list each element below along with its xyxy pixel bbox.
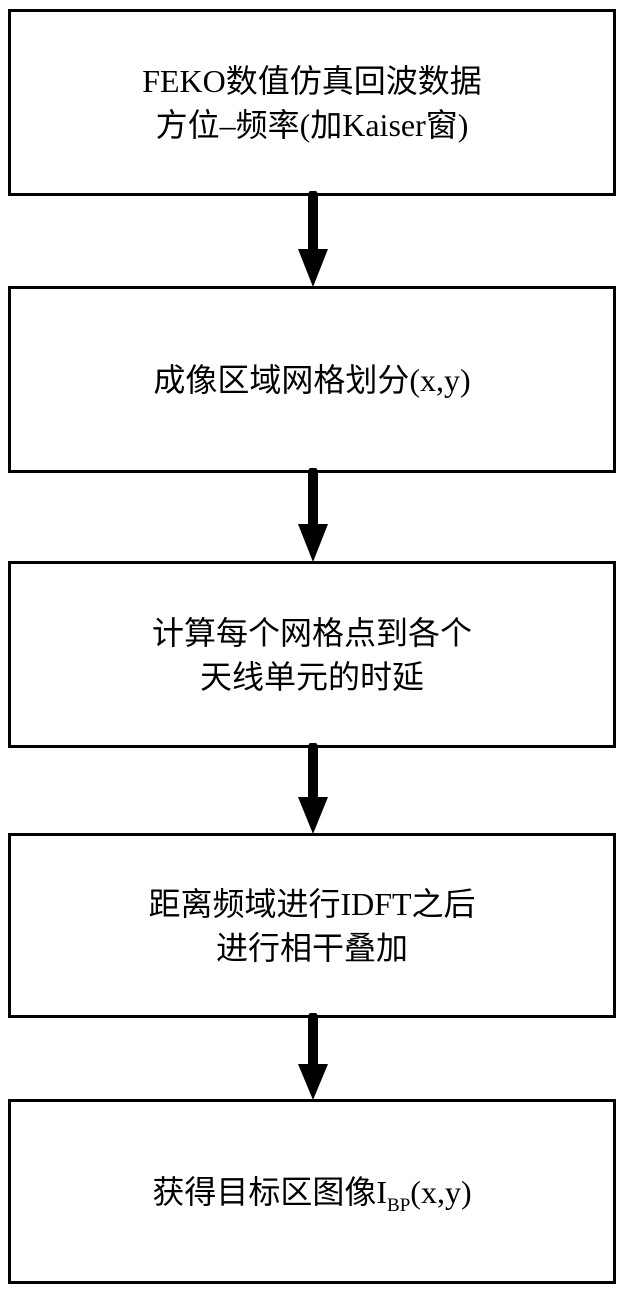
step-text-line: 获得目标区图像IBP(x,y) xyxy=(152,1170,472,1216)
step-box-feko-data: FEKO数值仿真回波数据 方位–频率(加Kaiser窗) xyxy=(8,9,616,196)
step-text-line: 计算每个网格点到各个 xyxy=(151,614,472,651)
step-text-line: 天线单元的时延 xyxy=(199,658,424,695)
step-text-line: 进行相干叠加 xyxy=(215,929,408,966)
step-text-line: 方位–频率(加Kaiser窗) xyxy=(155,106,469,143)
step-text-prefix: 获得目标区图像I xyxy=(152,1173,388,1210)
step-text-line: 距离频域进行IDFT之后 xyxy=(148,885,476,922)
arrow-down-icon xyxy=(293,1013,333,1100)
step-box-target-image: 获得目标区图像IBP(x,y) xyxy=(8,1099,616,1284)
arrow-down-icon xyxy=(293,191,333,287)
arrow-down-icon xyxy=(293,743,333,834)
step-box-idft-coherent-sum: 距离频域进行IDFT之后 进行相干叠加 xyxy=(8,833,616,1018)
step-text-line: 成像区域网格划分(x,y) xyxy=(153,361,471,398)
step-box-time-delay: 计算每个网格点到各个 天线单元的时延 xyxy=(8,561,616,748)
arrow-down-icon xyxy=(293,468,333,562)
step-text-suffix: (x,y) xyxy=(410,1173,472,1210)
step-text-line: FEKO数值仿真回波数据 xyxy=(142,62,482,99)
step-box-grid-division: 成像区域网格划分(x,y) xyxy=(8,286,616,473)
step-text-subscript: BP xyxy=(387,1194,411,1216)
